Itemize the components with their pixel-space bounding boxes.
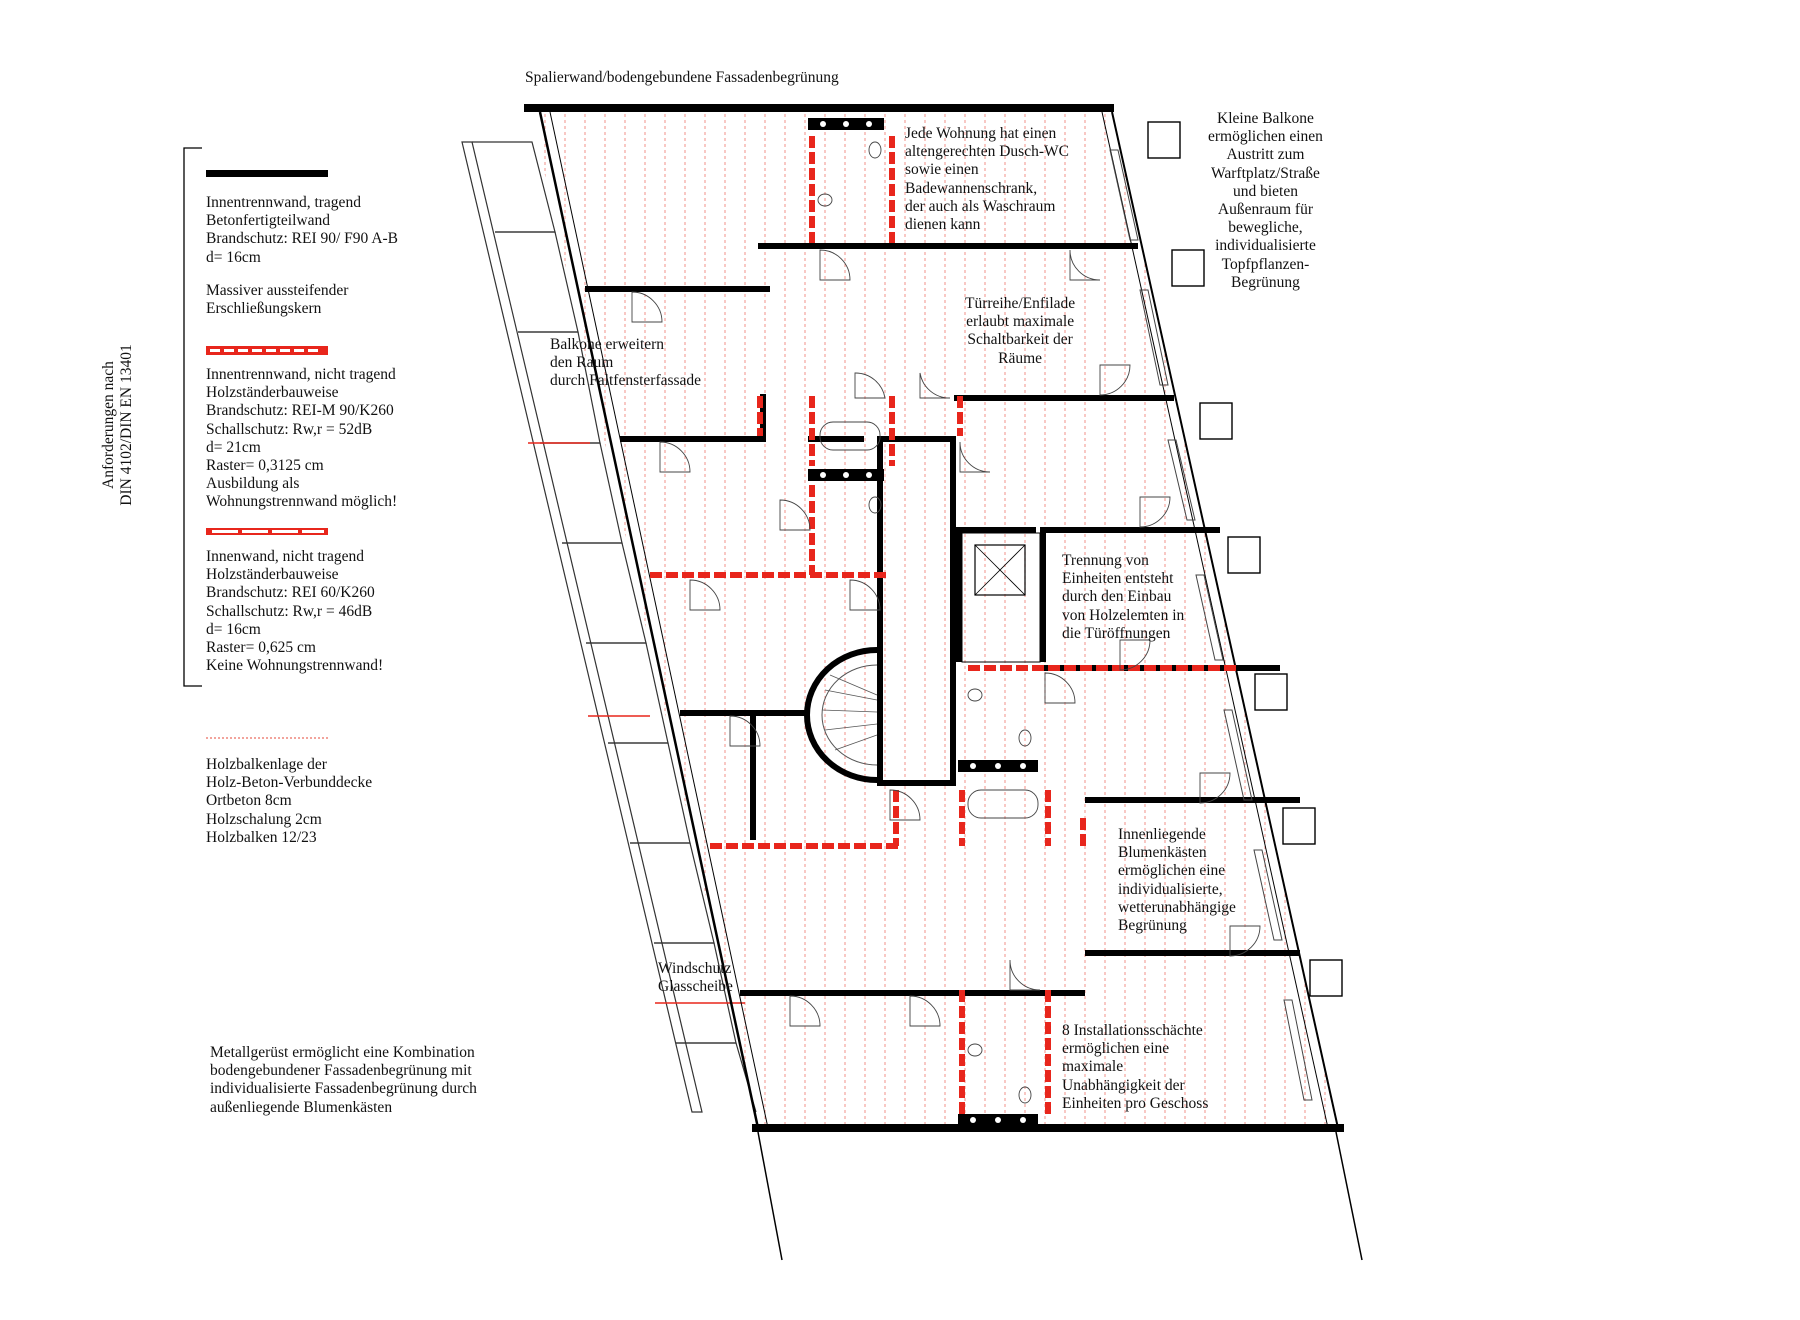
interior-planter-boxes	[1109, 149, 1313, 1101]
legend-bracket	[183, 147, 202, 687]
legend-interior-wall-text: Innenwand, nicht tragend Holzständerbauw…	[206, 548, 384, 675]
annotation-windscreen: Windschutz Glasscheibe	[658, 960, 733, 996]
legend-interior-wall-swatch	[206, 528, 328, 535]
right-balconies	[1147, 121, 1343, 997]
annotation-scaffold: Metallgerüst ermöglicht eine Kombination…	[210, 1044, 477, 1116]
legend-load-bearing-text: Innentrennwand, tragend Betonfertigteilw…	[206, 194, 399, 266]
load-bearing-walls	[585, 243, 1300, 996]
legend-timber-beams-text: Holzbalkenlage der Holz-Beton-Verbunddec…	[206, 756, 373, 846]
annotation-shafts: 8 Installationsschächte ermöglichen eine…	[1062, 1022, 1209, 1112]
bathroom-fixtures	[817, 141, 1039, 1104]
main-walls-outer	[524, 104, 1344, 1132]
annotation-planter-boxes: Innenliegende Blumenkästen ermöglichen e…	[1118, 826, 1236, 935]
staircase	[804, 647, 878, 783]
legend-non-load-bearing-text: Innentrennwand, nicht tragend Holzstände…	[206, 366, 398, 511]
vertical-requirements-label: Anforderungen nach DIN 4102/DIN EN 13401	[99, 344, 135, 506]
annotation-shower: Jede Wohnung hat einen altengerechten Du…	[905, 125, 1069, 234]
top-label: Spalierwand/bodengebundene Fassadenbegrü…	[525, 69, 839, 86]
facade-scaffold-left	[461, 141, 757, 1113]
elevator-core	[961, 532, 1041, 663]
non-load-bearing-walls	[650, 136, 1240, 1114]
perspective-lines	[757, 1131, 1363, 1261]
annotation-separation: Trennung von Einheiten entsteht durch de…	[1062, 552, 1185, 642]
building-envelope	[538, 111, 1339, 1129]
installation-shafts	[808, 118, 1038, 1126]
shaft-circles	[820, 121, 1026, 1123]
annotation-small-balconies: Kleine Balkone ermöglichen einen Austrit…	[1208, 110, 1323, 291]
legend-core-text: Massiver aussteifender Erschließungskern	[206, 282, 349, 318]
annotation-balconies-extend: Balkone erweitern den Raum durch Faltfen…	[550, 336, 702, 390]
legend-non-load-bearing-swatch	[206, 346, 328, 355]
annotation-enfilade: Türreihe/Enfilade erlaubt maximale Schal…	[965, 295, 1076, 367]
legend-load-bearing-swatch	[206, 170, 328, 177]
door-swings	[631, 249, 1261, 1027]
